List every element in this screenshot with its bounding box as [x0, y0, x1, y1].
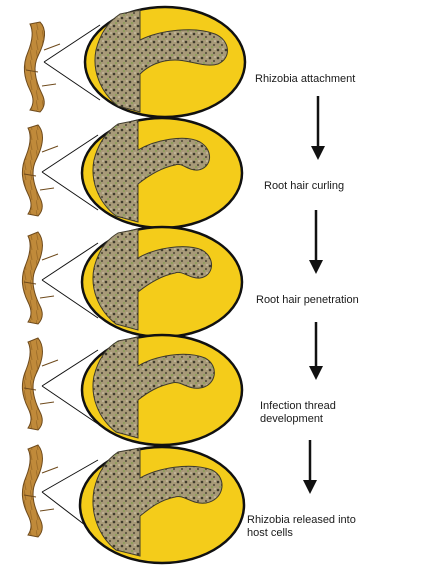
arrow-1	[311, 96, 325, 160]
root-4	[22, 338, 42, 430]
step-3	[22, 227, 242, 337]
root-1	[24, 22, 44, 112]
arrow-3	[309, 322, 323, 380]
step-5-label-line-2: host cells	[247, 527, 356, 540]
root-3	[22, 232, 42, 324]
step-4	[22, 335, 242, 445]
step-5-label-line-1: Rhizobia released into	[247, 514, 356, 527]
step-5	[22, 445, 244, 563]
root-5	[22, 445, 42, 537]
step-5-label: Rhizobia released into host cells	[247, 514, 356, 540]
step-2	[22, 118, 242, 228]
step-2-label: Root hair curling	[264, 180, 344, 193]
step-3-label: Root hair penetration	[256, 294, 359, 307]
step-4-label-line-2: development	[260, 413, 336, 426]
step-4-label-line-1: Infection thread	[260, 400, 336, 413]
root-2	[22, 125, 42, 216]
step-4-label: Infection thread development	[260, 400, 336, 426]
arrow-4	[303, 440, 317, 494]
step-1	[24, 7, 245, 117]
step-1-label: Rhizobia attachment	[255, 73, 355, 86]
arrow-2	[309, 210, 323, 274]
